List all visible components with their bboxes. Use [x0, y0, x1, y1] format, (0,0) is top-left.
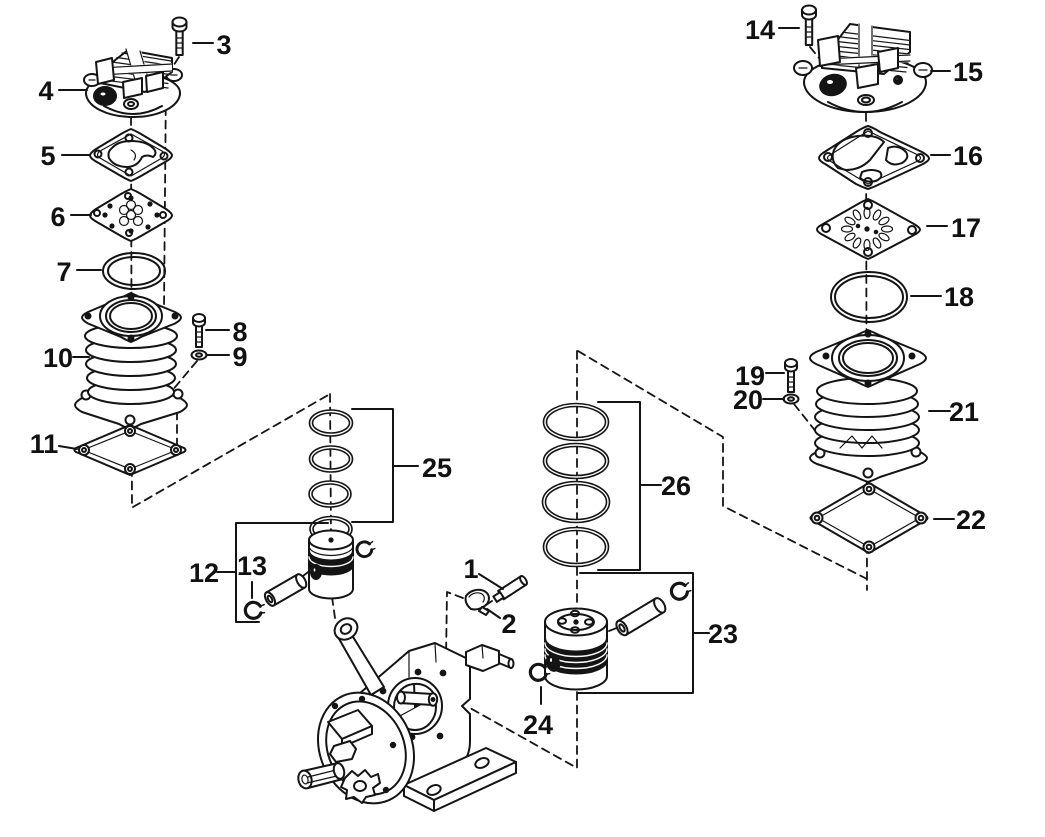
callout-10: 10: [43, 343, 73, 373]
head-fins-left: [95, 48, 173, 99]
callout-19: 19: [735, 361, 765, 391]
valve-plate-part-6: [89, 188, 173, 242]
cylinder-part-21: [809, 329, 928, 483]
head-fins-right: [817, 23, 911, 89]
plug-part-2: [464, 588, 490, 616]
base-gasket-part-22: [809, 482, 929, 554]
mounting-foot: [403, 747, 517, 812]
callout-16: 16: [953, 141, 983, 171]
bolt-part-3: [171, 16, 188, 56]
bearing-carrier-block: [327, 709, 373, 763]
retaining-clip-part-24: [528, 662, 551, 682]
piston-left: [308, 529, 354, 600]
crankcase-side-boss: [465, 644, 515, 672]
cylinder-head-part-4: [83, 48, 183, 118]
rings-bracket-26: [597, 401, 662, 571]
callout-6: 6: [50, 202, 65, 232]
callout-23: 23: [708, 619, 738, 649]
gasket-opening: [107, 140, 157, 168]
head-gasket-part-5: [89, 128, 173, 182]
callout-25: 25: [422, 453, 452, 483]
piston-bracket-23: [540, 572, 710, 705]
wrist-pin-left: [263, 573, 308, 607]
callout-20: 20: [733, 385, 763, 415]
piston-rings-part-25: [308, 409, 354, 543]
connecting-rod: [333, 617, 385, 696]
callout-numbers: 1 2 3 4 5 6 7 8 9 10 11 12 13 14 15 16 1…: [30, 15, 986, 740]
callout-9: 9: [232, 342, 247, 372]
callout-8: 8: [232, 317, 247, 347]
callout-12: 12: [189, 558, 219, 588]
pin-part-1: [492, 575, 528, 603]
wrist-pin-right: [615, 597, 667, 637]
callout-21: 21: [949, 397, 979, 427]
callout-3: 3: [216, 30, 231, 60]
valve-hole-cluster: [102, 195, 160, 234]
callout-15: 15: [953, 57, 983, 87]
callout-5: 5: [40, 141, 55, 171]
callout-24: 24: [523, 710, 553, 740]
callout-2: 2: [501, 609, 516, 639]
callout-leader-lines: [58, 27, 955, 619]
callout-22: 22: [956, 505, 986, 535]
bolt-part-14: [801, 4, 817, 46]
retaining-clip-right-pin: [669, 581, 692, 601]
callout-14: 14: [745, 15, 775, 45]
washer-part-9: [190, 349, 208, 361]
valve-plate-part-17: [816, 198, 921, 260]
cylinder-part-10: [74, 292, 188, 430]
crankshaft-nut: [340, 769, 381, 804]
rings-bracket-25: [351, 408, 419, 523]
base-gasket-part-11: [73, 424, 187, 476]
piston-bracket-12: [216, 522, 329, 623]
callout-4: 4: [38, 76, 53, 106]
callout-1: 1: [463, 554, 478, 584]
piston-right: [544, 607, 608, 691]
retaining-clip-left-piston: [355, 540, 376, 559]
bolt-part-19: [784, 358, 798, 393]
retaining-clip-part-13: [243, 600, 266, 620]
callout-18: 18: [944, 282, 974, 312]
output-shaft: [297, 762, 346, 790]
valve-slot-ring: [840, 206, 894, 252]
piston-rings-part-26: [541, 402, 611, 568]
crankcase: [297, 617, 517, 812]
head-gasket-part-16: [818, 125, 930, 190]
gasket-opening-large: [831, 134, 885, 171]
callout-26: 26: [661, 471, 691, 501]
o-ring-part-7: [102, 252, 166, 290]
callout-17: 17: [951, 213, 981, 243]
washer-part-20: [782, 393, 800, 405]
bolt-part-8: [192, 313, 206, 348]
cylinder-head-part-15: [793, 23, 933, 113]
o-ring-part-18: [830, 271, 908, 323]
callout-13: 13: [237, 551, 267, 581]
callout-11: 11: [30, 429, 59, 459]
callout-7: 7: [56, 257, 71, 287]
